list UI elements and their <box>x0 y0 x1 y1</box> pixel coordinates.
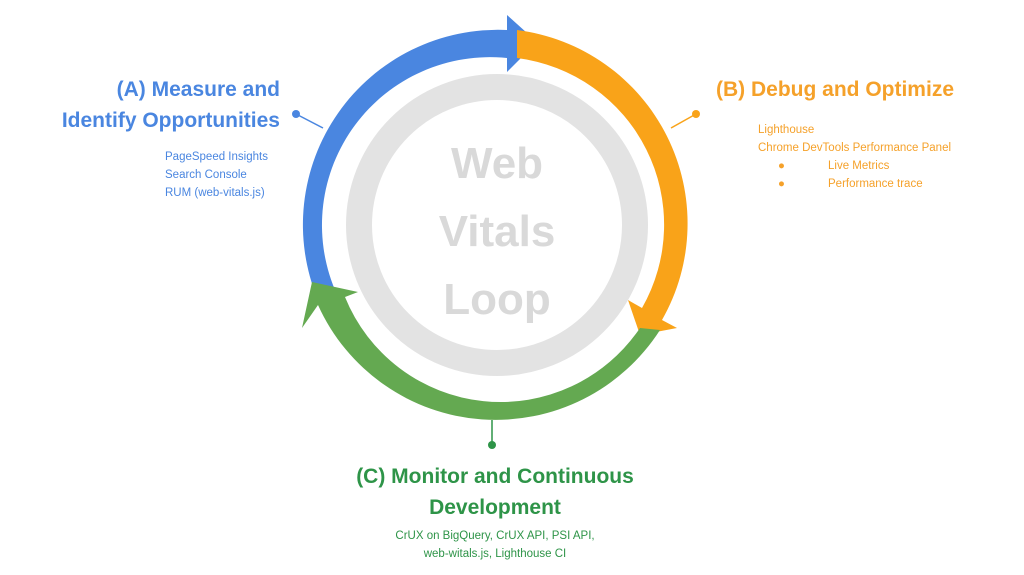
sub-item-label: Live Metrics <box>828 160 890 172</box>
green-arrow-monitor <box>302 282 660 420</box>
tool-item: PageSpeed Insights <box>165 151 268 163</box>
sub-item: ● Performance trace <box>758 175 951 193</box>
loop-title: Web Vitals Loop <box>397 130 597 334</box>
sub-item-label: Performance trace <box>828 178 923 190</box>
a-connector <box>295 113 324 129</box>
b-connector <box>670 113 697 129</box>
c-connector-dot <box>488 441 496 449</box>
orange-arrow-debug <box>517 30 688 335</box>
blue-arrow-measure <box>302 15 537 300</box>
bullet-icon: ● <box>778 160 785 172</box>
title-line: (A) Measure and <box>116 78 280 101</box>
stage-c-tools: CrUX on BigQuery, CrUX API, PSI API, web… <box>380 527 610 563</box>
sub-item: ● Live Metrics <box>758 157 951 175</box>
stage-b-title: (B) Debug and Optimize <box>716 78 954 101</box>
tool-item: Chrome DevTools Performance Panel <box>758 142 952 154</box>
tool-item: RUM (web-vitals.js) <box>165 187 265 199</box>
stage-a-tools: PageSpeed Insights Search Console RUM (w… <box>165 148 268 202</box>
title-line: Identify Opportunities <box>61 109 280 132</box>
title-line: Vitals <box>438 207 556 256</box>
title-line: Web <box>450 139 544 188</box>
stage-c-title: (C) Monitor and Continuous Development <box>300 461 690 523</box>
title-line: Loop <box>443 275 551 324</box>
a-connector-dot <box>292 110 300 118</box>
stage-b-tools: Lighthouse Chrome DevTools Performance P… <box>758 121 951 193</box>
bullet-icon: ● <box>778 178 785 190</box>
stage-a-title: (A) Measure and Identify Opportunities <box>62 74 280 136</box>
tool-item: CrUX on BigQuery, CrUX API, PSI API, <box>395 530 595 542</box>
title-line: (C) Monitor and Continuous <box>356 465 634 488</box>
b-connector-dot <box>692 110 700 118</box>
gray-inner-ring <box>346 74 648 376</box>
title-line: Development <box>429 496 561 519</box>
tool-item: web-witals.js, Lighthouse CI <box>423 548 567 560</box>
tool-item: Lighthouse <box>758 124 815 136</box>
tool-item: Search Console <box>165 169 247 181</box>
